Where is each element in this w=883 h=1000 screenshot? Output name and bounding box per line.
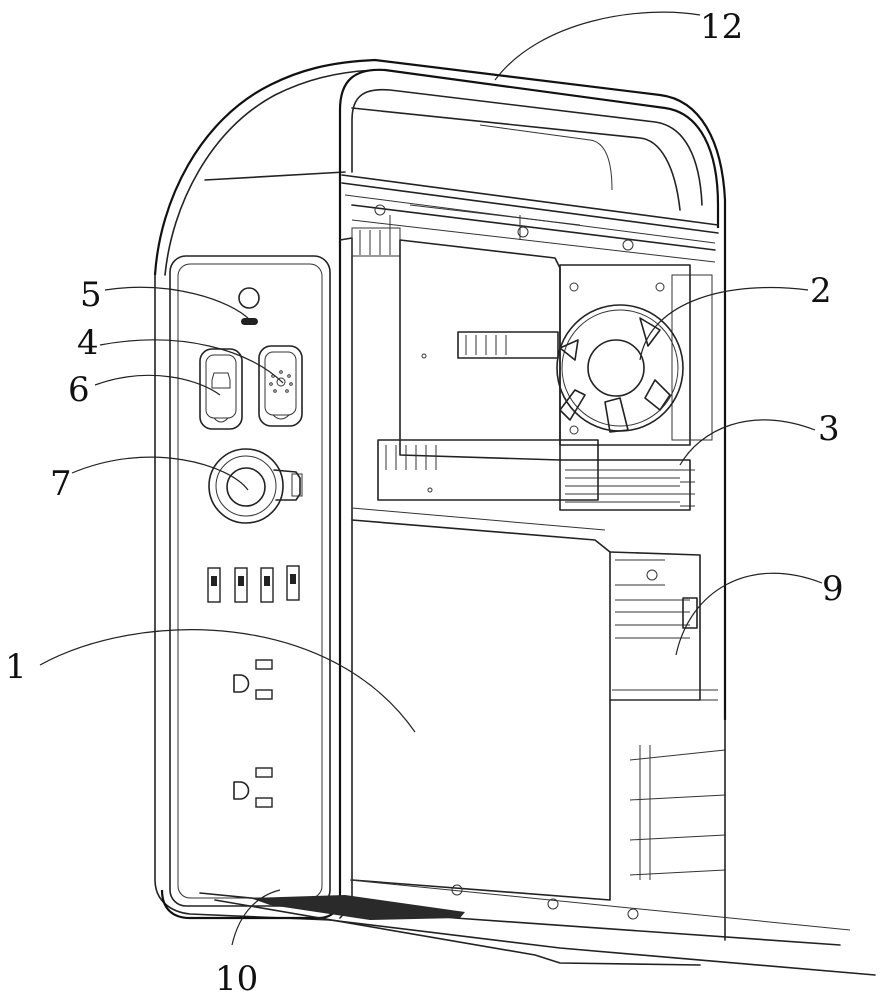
callout-3: 3	[818, 409, 840, 449]
indicator-light	[238, 287, 260, 325]
bottom-vent-mesh	[250, 895, 465, 920]
mainboard-plate	[399, 239, 561, 461]
car-output-switch-button	[199, 348, 243, 430]
callout-12: 12	[700, 7, 743, 47]
ac-outlet-2	[233, 767, 273, 808]
reference-numerals: 12 5 4 6 7 2 3 9 1 10	[5, 7, 844, 999]
callout-2: 2	[810, 271, 832, 311]
ac-outlet-1	[233, 659, 273, 700]
cooling-fan	[556, 264, 713, 446]
internal-frame	[351, 204, 716, 263]
usb-ports	[207, 565, 300, 603]
leader-lines	[39, 11, 823, 946]
callout-4: 4	[77, 323, 99, 363]
leader-7	[71, 456, 249, 491]
callout-9: 9	[822, 569, 844, 609]
light-switch-button	[258, 345, 303, 427]
leader-2	[639, 287, 809, 361]
leader-3	[679, 419, 816, 466]
callout-6: 6	[68, 370, 90, 410]
callout-7: 7	[50, 464, 72, 504]
leader-5	[104, 286, 251, 321]
carry-handle	[338, 68, 720, 244]
battery-pack	[351, 507, 611, 901]
leader-9	[675, 572, 823, 656]
inverter-board	[609, 551, 718, 701]
callout-5: 5	[80, 275, 102, 315]
leader-10	[231, 889, 281, 946]
car-charger-socket	[208, 448, 303, 524]
leader-4	[99, 339, 284, 384]
callout-10: 10	[215, 959, 258, 999]
lower-rails	[629, 719, 726, 941]
heat-sink	[377, 439, 695, 511]
front-panel	[160, 237, 353, 920]
leader-12	[494, 11, 701, 81]
callout-1: 1	[5, 647, 27, 687]
leader-1	[39, 629, 416, 733]
leader-6	[94, 374, 221, 396]
